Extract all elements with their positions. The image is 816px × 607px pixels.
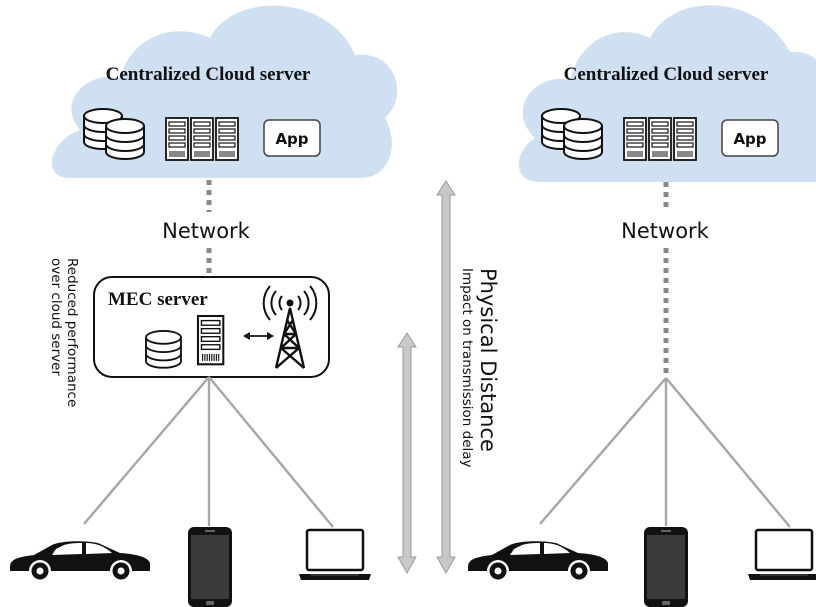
left-app-label: App [275, 130, 308, 148]
smartphone-icon [644, 527, 688, 607]
transmission-delay-label: Impact on transmission delay [459, 268, 475, 468]
side-note-line2: over cloud server [48, 258, 64, 376]
right-network-label: Network [621, 219, 710, 243]
server-rack-icon [166, 118, 238, 160]
short-distance-arrow [397, 332, 417, 574]
mec-server-box: MEC server [93, 276, 330, 378]
side-note-line1: Reduced performance [64, 258, 80, 407]
physical-distance-label: Physical Distance [476, 268, 500, 452]
app-box-icon: App [263, 119, 321, 157]
laptop-icon [746, 528, 816, 582]
left-network-label: Network [162, 219, 251, 243]
laptop-icon [297, 528, 373, 582]
cell-tower-icon [262, 285, 318, 369]
double-arrow-icon [243, 332, 274, 340]
smartphone-icon [188, 527, 232, 607]
right-cloud-title: Centralized Cloud server [564, 64, 769, 85]
long-distance-arrow [436, 180, 456, 574]
right-device-links [539, 377, 791, 528]
server-rack-icon [624, 118, 696, 160]
mec-title: MEC server [108, 289, 208, 310]
car-icon [10, 541, 150, 582]
database-icon [145, 330, 182, 369]
left-device-links [83, 376, 334, 528]
app-box-icon: App [721, 119, 779, 157]
car-icon [468, 541, 608, 582]
right-app-label: App [733, 130, 766, 148]
left-cloud-title: Centralized Cloud server [106, 64, 311, 85]
server-tower-icon [196, 314, 225, 366]
